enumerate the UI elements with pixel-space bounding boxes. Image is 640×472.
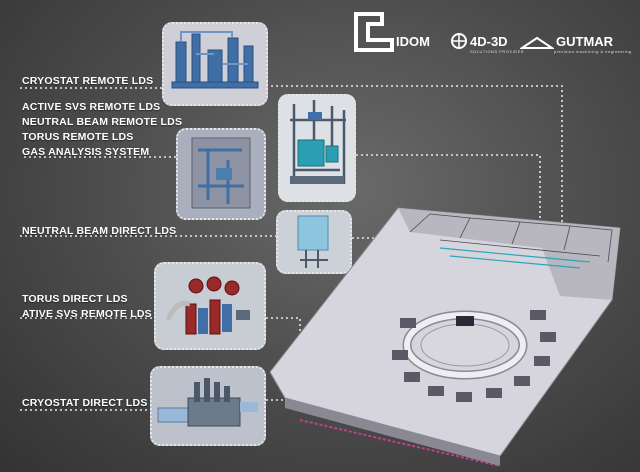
label-torus-direct: TORUS DIRECT LDS — [22, 293, 128, 305]
port-cells — [392, 310, 556, 402]
label-neutral-beam-remote: NEUTRAL BEAM REMOTE LDS — [22, 116, 183, 128]
cable-trays — [439, 247, 591, 269]
label-cryostat-remote: CRYOSTAT REMOTE LDS — [22, 75, 154, 87]
plant-edge — [285, 398, 500, 466]
label-active-svs-remote: ACTIVE SVS REMOTE LDS — [22, 101, 161, 113]
gutmar-logo-text: GUTMAR — [556, 34, 614, 49]
idom-logo-icon — [354, 12, 394, 52]
connector-cryostat-direct-plant — [266, 375, 301, 401]
label-cryostat-direct: CRYOSTAT DIRECT LDS — [22, 397, 148, 409]
torus-direct-equipment-icon — [156, 264, 264, 348]
room-walls — [409, 213, 613, 263]
gutmar-logo-icon — [520, 36, 554, 49]
neutral-beam-direct-equipment-icon — [278, 212, 350, 272]
4d3d-logo-sub: SOLUTIONS PROVIDER — [470, 49, 525, 54]
thumb-torus-direct[interactable] — [154, 262, 266, 350]
svs-remote-equipment-icon — [280, 96, 354, 200]
thumb-neutral-beam-direct[interactable] — [276, 210, 352, 274]
pink-track — [299, 419, 501, 467]
central-unit — [456, 316, 474, 326]
label-neutral-beam-direct: NEUTRAL BEAM DIRECT LDS — [22, 225, 177, 237]
idom-logo-text: IDOM — [396, 34, 430, 49]
thumb-cryostat-remote[interactable] — [162, 22, 268, 106]
thumb-cryostat-direct[interactable] — [150, 366, 266, 446]
gas-analysis-equipment-icon — [178, 130, 264, 218]
label-ative-svs-remote: ATIVE SVS REMOTE LDS — [22, 308, 152, 320]
thumb-svs-remote[interactable] — [278, 94, 356, 202]
connector-nb-direct-plant — [352, 237, 421, 270]
logo-bar: IDOM 4D-3D SOLUTIONS PROVIDER GUTMAR pre… — [352, 10, 632, 54]
thumb-gas-analysis[interactable] — [176, 128, 266, 220]
connector-svs-remote-plant — [356, 154, 541, 255]
4d3d-logo-icon — [451, 33, 467, 49]
gutmar-logo-sub: precision machining & engineering — [554, 49, 632, 54]
cryostat-remote-equipment-icon — [164, 24, 266, 104]
cryostat-direct-equipment-icon — [152, 368, 264, 444]
label-gas-analysis: GAS ANALYSIS SYSTEM — [22, 146, 150, 158]
connector-torus-direct-plant — [266, 317, 301, 345]
4d3d-logo-text: 4D-3D — [470, 34, 508, 49]
plant-upper-rooms — [398, 208, 620, 300]
tokamak-ring — [402, 310, 528, 380]
label-torus-remote: TORUS REMOTE LDS — [22, 131, 134, 143]
